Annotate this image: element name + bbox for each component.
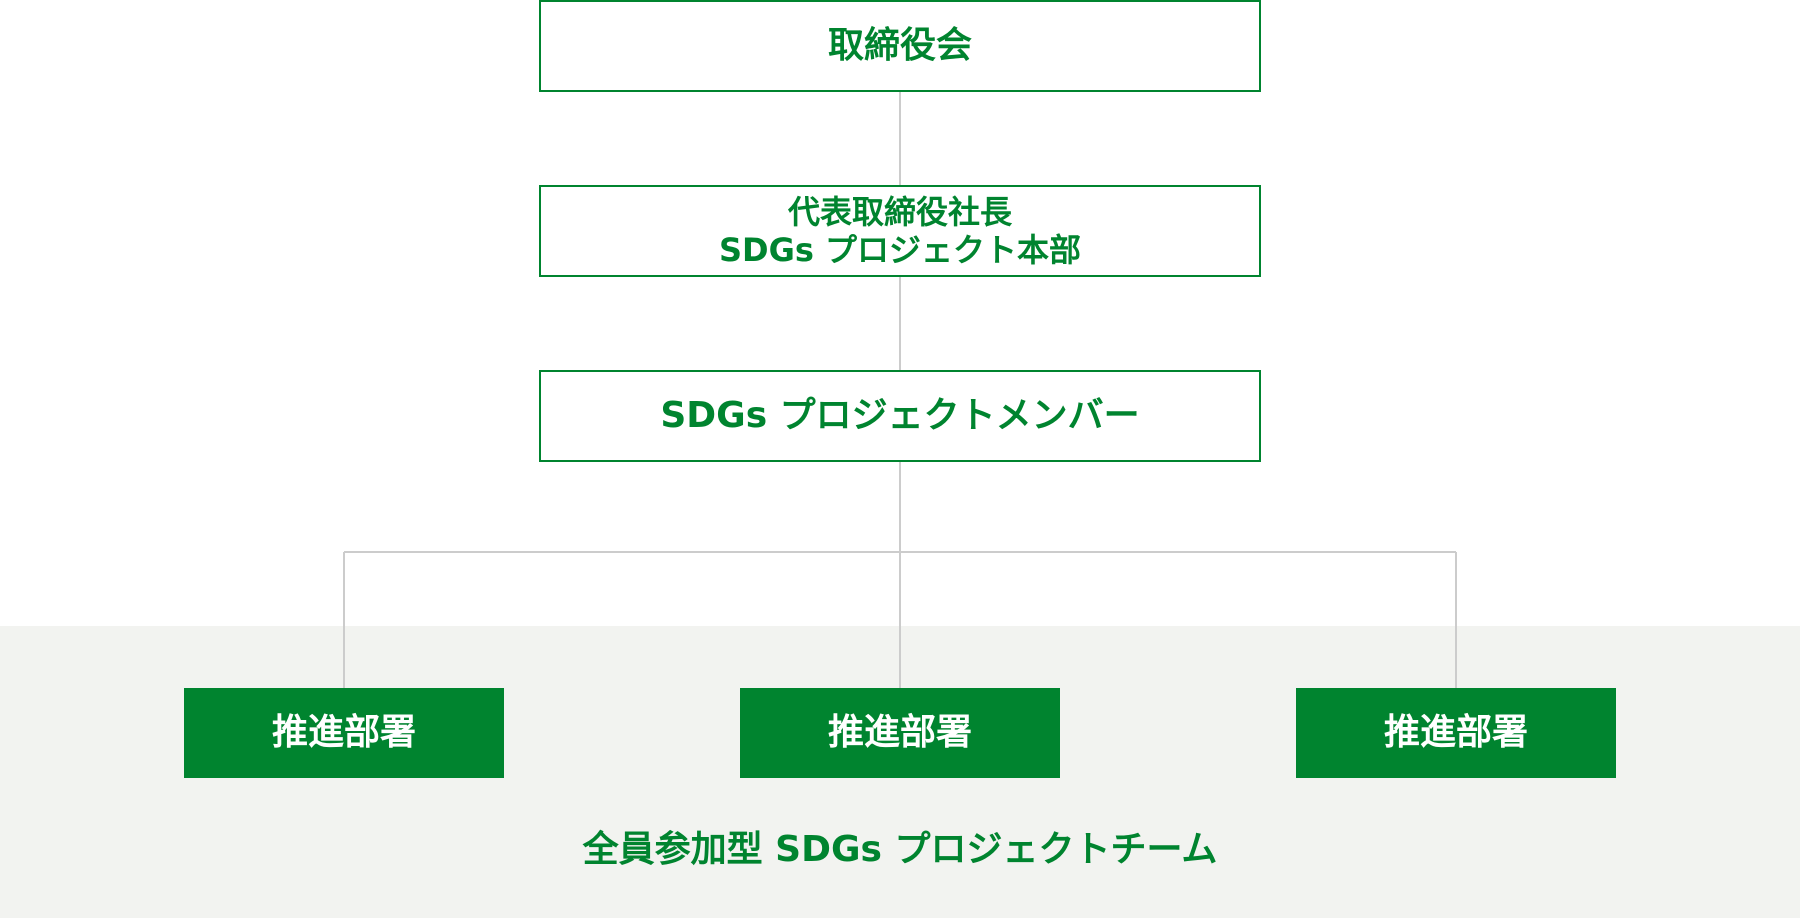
- promotion-department-label: 推進部署: [1383, 712, 1528, 754]
- promotion-department-label: 推進部署: [271, 712, 416, 754]
- hq-line-president: 代表取締役社長: [787, 192, 1012, 231]
- board-of-directors-box: 取締役会: [539, 0, 1261, 92]
- promotion-department-label: 推進部署: [827, 712, 972, 754]
- promotion-department-box-2: 推進部署: [740, 688, 1060, 778]
- team-label: 全員参加型 SDGs プロジェクトチーム: [582, 829, 1218, 870]
- promotion-department-box-3: 推進部署: [1296, 688, 1616, 778]
- board-of-directors-label: 取締役会: [827, 25, 972, 67]
- sdgs-project-members-box: SDGs プロジェクトメンバー: [539, 370, 1261, 462]
- sdgs-project-members-label: SDGs プロジェクトメンバー: [660, 395, 1140, 437]
- promotion-department-box-1: 推進部署: [184, 688, 504, 778]
- sdgs-headquarters-box: 代表取締役社長 SDGs プロジェクト本部: [539, 185, 1261, 277]
- hq-line-sdgs-hq: SDGs プロジェクト本部: [718, 231, 1082, 269]
